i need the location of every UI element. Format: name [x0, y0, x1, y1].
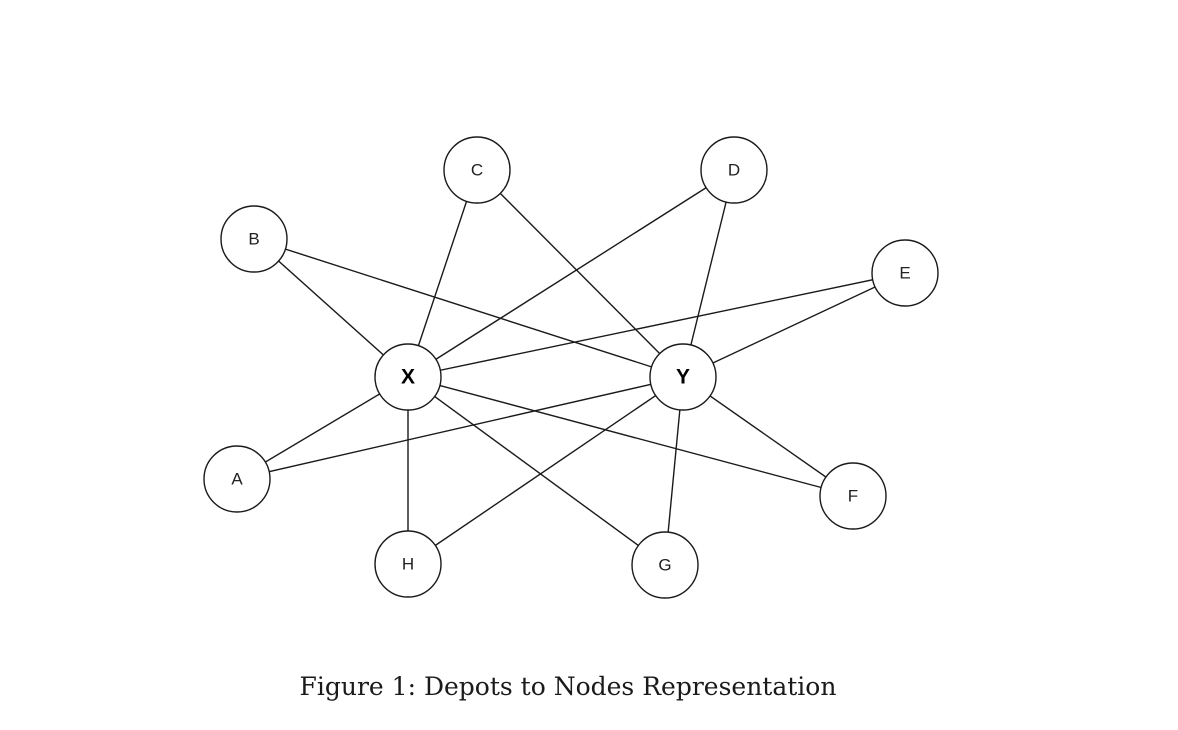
node-label-h: H — [402, 555, 414, 574]
node-label-a: A — [231, 470, 243, 489]
edge-y-d — [682, 169, 735, 378]
edge-x-e — [407, 272, 906, 378]
depot-node-y: Y — [649, 343, 717, 411]
node-label-e: E — [899, 264, 910, 283]
edge-y-c — [476, 169, 684, 378]
edge-y-a — [236, 376, 684, 480]
node-circle-c — [443, 136, 511, 204]
figure-caption: Figure 1: Depots to Nodes Representation — [299, 672, 837, 701]
node-label-b: B — [248, 230, 259, 249]
node-label-f: F — [848, 487, 858, 506]
node-d: D — [700, 136, 768, 204]
edge-y-f — [682, 376, 854, 497]
nodes-layer: X Y A B C D E F G H — [203, 136, 939, 599]
edge-x-b — [253, 238, 409, 378]
node-circle-f — [819, 462, 887, 530]
node-label-d: D — [728, 161, 740, 180]
node-f: F — [819, 462, 887, 530]
node-circle-y — [649, 343, 717, 411]
node-g: G — [631, 531, 699, 599]
edge-x-f — [407, 376, 854, 497]
node-h: H — [374, 530, 442, 598]
edges-layer — [236, 169, 906, 566]
node-circle-a — [203, 445, 271, 513]
depot-node-x: X — [374, 343, 442, 411]
edge-y-b — [253, 238, 684, 378]
node-label-x: X — [401, 366, 415, 389]
edge-y-e — [682, 272, 906, 378]
node-label-c: C — [471, 161, 483, 180]
node-c: C — [443, 136, 511, 204]
node-a: A — [203, 445, 271, 513]
edge-y-h — [407, 376, 684, 565]
node-label-y: Y — [676, 366, 690, 389]
node-circle-x — [374, 343, 442, 411]
edge-x-g — [407, 376, 666, 566]
node-circle-e — [871, 239, 939, 307]
node-circle-g — [631, 531, 699, 599]
edge-x-c — [407, 169, 478, 378]
node-b: B — [220, 205, 288, 273]
node-circle-h — [374, 530, 442, 598]
edge-x-d — [407, 169, 735, 378]
node-circle-b — [220, 205, 288, 273]
node-label-g: G — [658, 556, 671, 575]
node-e: E — [871, 239, 939, 307]
node-circle-d — [700, 136, 768, 204]
depot-node-graph: X Y A B C D E F G H — [203, 136, 939, 599]
